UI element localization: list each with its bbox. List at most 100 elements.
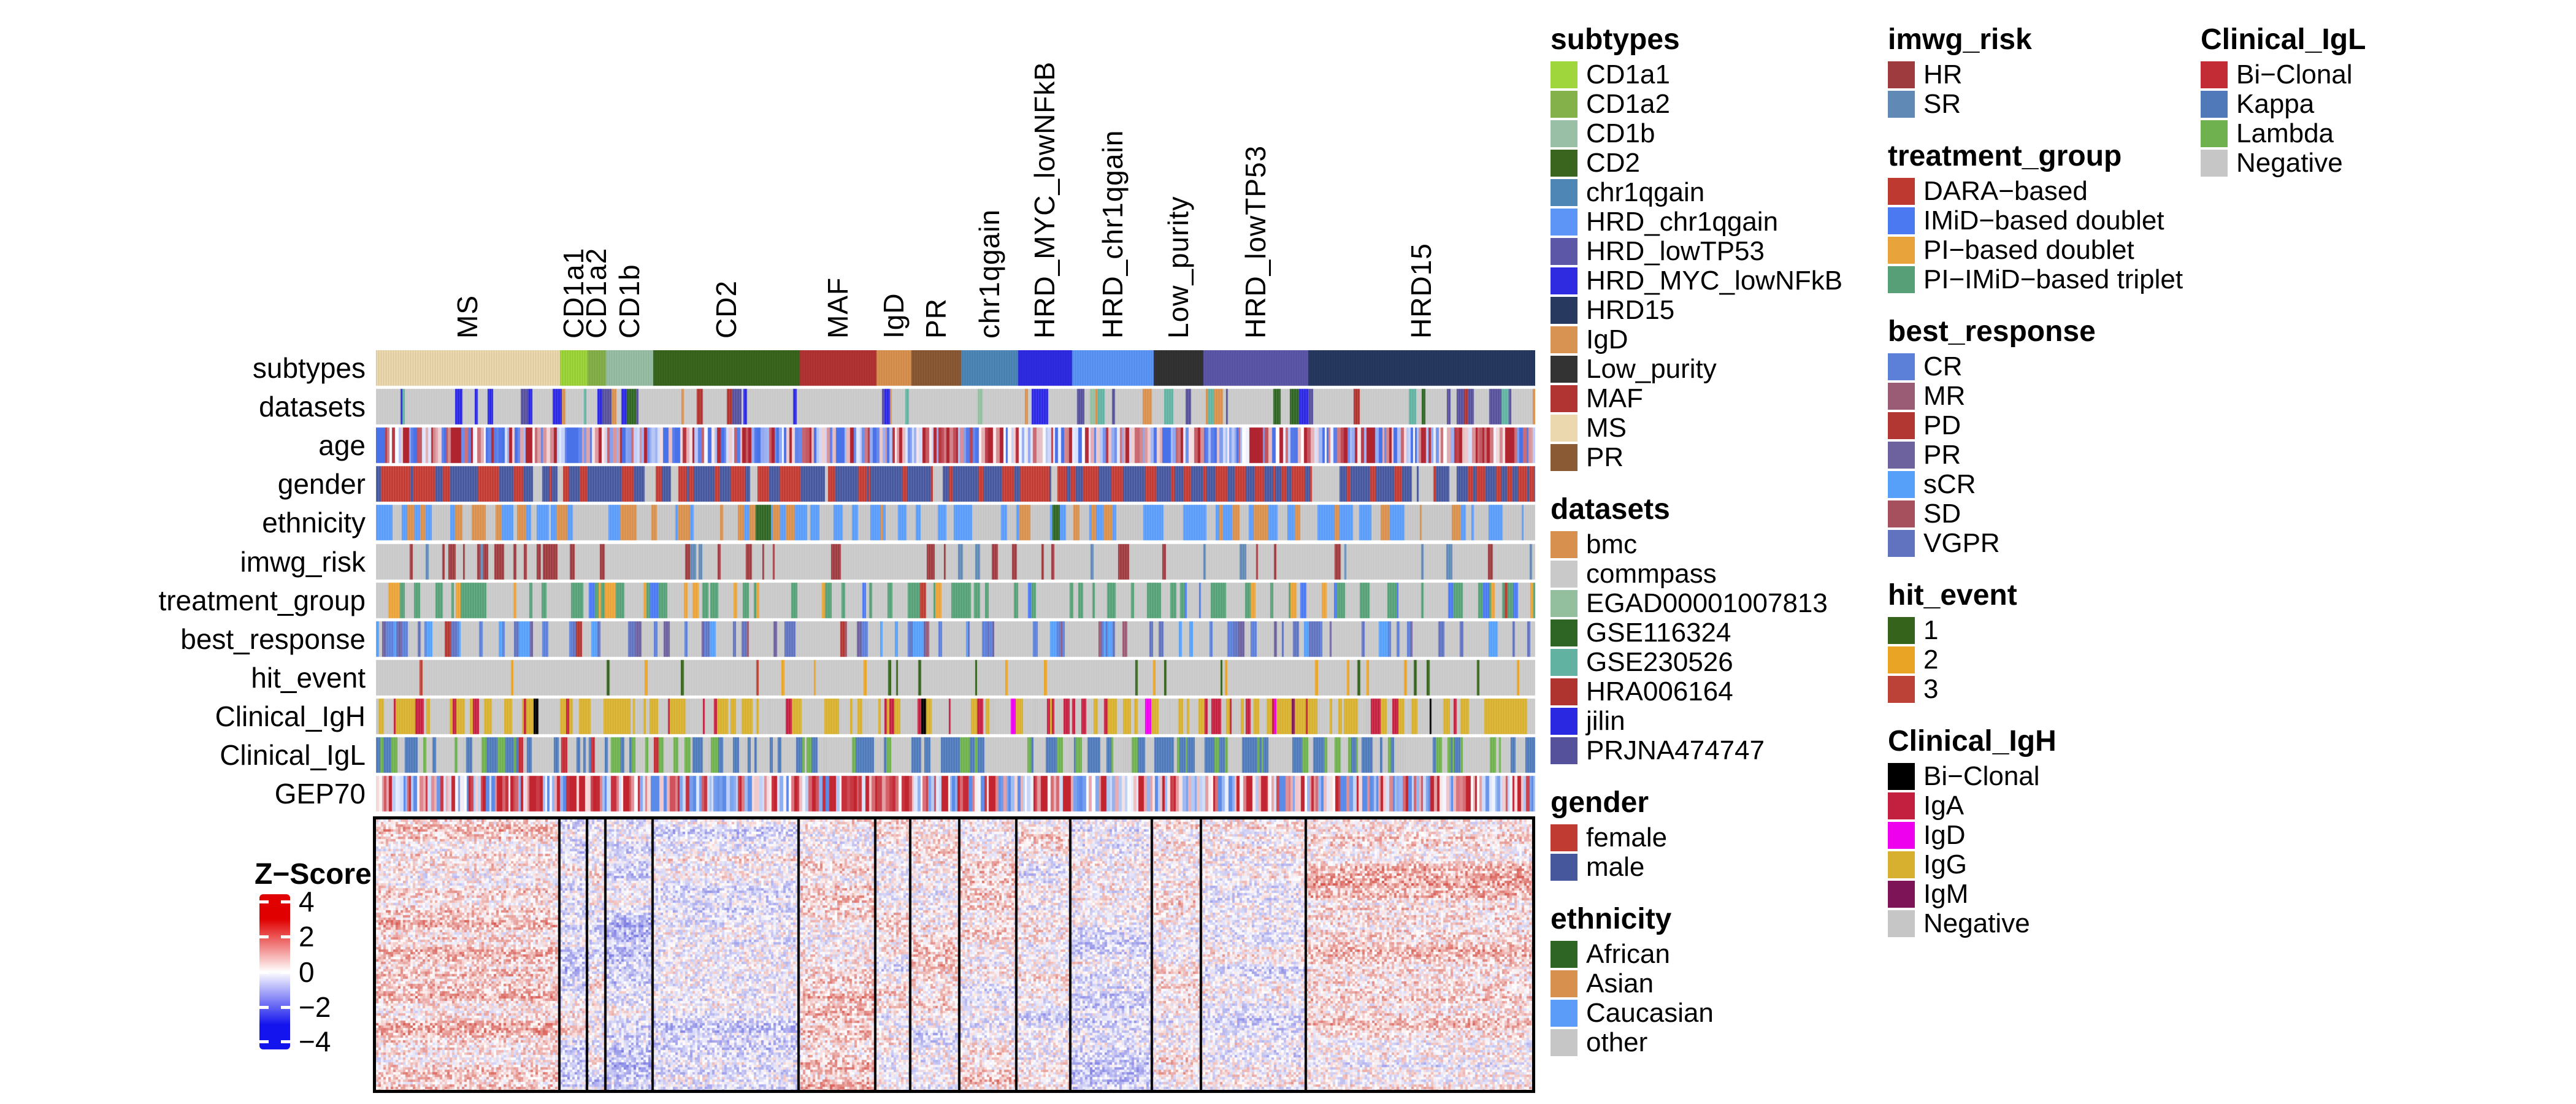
legend-item: HR — [1888, 60, 2183, 90]
legend-item-label: Lambda — [2236, 118, 2334, 148]
legend-item: IgG — [1888, 850, 2183, 880]
legend-item: HRD15 — [1551, 296, 1842, 325]
legend-swatch — [1888, 178, 1915, 205]
legend-swatch — [1551, 415, 1577, 442]
legend-swatch — [1888, 676, 1915, 703]
legend-swatch — [1551, 531, 1577, 558]
legend-item: EGAD00001007813 — [1551, 589, 1842, 618]
legend-item: GSE230526 — [1551, 648, 1842, 677]
legend-item-label: HRD_chr1qgain — [1586, 207, 1779, 237]
legend-item: CD1a2 — [1551, 90, 1842, 119]
zscore-tick-mark — [281, 1006, 290, 1009]
legend-item: PR — [1888, 440, 2183, 470]
legend-swatch — [1551, 737, 1577, 764]
zscore-title: Z−Score — [255, 858, 372, 891]
legend-swatch — [1888, 471, 1915, 498]
legend-item-label: IMiD−based doublet — [1923, 205, 2164, 236]
legend-swatch — [1888, 383, 1915, 410]
legend-item-label: male — [1586, 852, 1645, 882]
row-label: age — [318, 429, 366, 461]
legend-item-label: Caucasian — [1586, 998, 1714, 1028]
legend-swatch — [1551, 941, 1577, 968]
legend-item: chr1qgain — [1551, 178, 1842, 207]
legend-item: sCR — [1888, 470, 2183, 499]
row-label: Clinical_IgL — [220, 739, 366, 771]
legend-swatch — [1551, 619, 1577, 646]
zscore-tick-mark — [259, 1006, 269, 1009]
column-label: HRD_MYC_lowNFkB — [1029, 61, 1060, 339]
legend-swatch — [1551, 708, 1577, 735]
legend-item: PI−IMiD−based triplet — [1888, 265, 2183, 294]
legend-item-label: HRD_lowTP53 — [1586, 236, 1765, 266]
heatmap-canvas — [376, 819, 1532, 1090]
zscore-tick-label: −4 — [299, 1025, 331, 1057]
legend-swatch — [1551, 238, 1577, 265]
legend-item: CD1a1 — [1551, 60, 1842, 90]
legend-swatch — [1551, 297, 1577, 324]
legend-item-label: IgD — [1586, 324, 1628, 355]
legend-swatch — [1888, 353, 1915, 380]
legend-item: 1 — [1888, 616, 2183, 645]
legend-swatch — [1551, 61, 1577, 88]
column-label: CD2 — [710, 280, 742, 339]
legend-item-label: sCR — [1923, 469, 1976, 499]
legend-swatch — [1888, 763, 1915, 790]
row-label: imwg_risk — [240, 546, 366, 578]
legend-item-label: IgM — [1923, 879, 1969, 909]
row-label: datasets — [259, 391, 366, 423]
legend-item-label: PR — [1923, 440, 1961, 470]
legend-item-label: GSE116324 — [1586, 618, 1731, 648]
legend-swatch — [1888, 500, 1915, 527]
legend-item-label: Asian — [1586, 968, 1654, 999]
legend-item: CD2 — [1551, 148, 1842, 178]
legend-item-label: commpass — [1586, 559, 1717, 589]
legend-item-label: CD2 — [1586, 148, 1641, 178]
legend-item: Lambda — [2201, 119, 2366, 148]
legend-item-label: PRJNA474747 — [1586, 735, 1765, 765]
legend-title: treatment_group — [1888, 140, 2122, 172]
legend-item: Asian — [1551, 969, 1842, 999]
legend-item-label: African — [1586, 939, 1670, 969]
legend-item: IgA — [1888, 791, 2183, 821]
legend-swatch — [1551, 209, 1577, 236]
legend-item-label: PD — [1923, 410, 1961, 440]
legend-item-label: 3 — [1923, 674, 1939, 704]
legend-item: Low_purity — [1551, 355, 1842, 384]
legend-item: Bi−Clonal — [2201, 60, 2366, 90]
legend-swatch — [1888, 61, 1915, 88]
row-label: ethnicity — [262, 507, 366, 539]
legend-swatch — [1888, 266, 1915, 293]
legend-item-label: 1 — [1923, 615, 1939, 645]
legend-swatch — [1551, 590, 1577, 617]
zscore-tick-mark — [259, 935, 269, 938]
legend-swatch — [1551, 678, 1577, 705]
legend-title: Clinical_IgL — [2201, 23, 2366, 56]
legend-item: MAF — [1551, 384, 1842, 413]
column-label: MAF — [821, 277, 854, 339]
column-label: MS — [451, 295, 483, 339]
legend-swatch — [1888, 237, 1915, 264]
legend-swatch — [1888, 530, 1915, 557]
legend-swatch — [1551, 1000, 1577, 1027]
legend-title: imwg_risk — [1888, 23, 2032, 56]
legend-swatch — [1888, 881, 1915, 908]
legend-item-label: Low_purity — [1586, 354, 1717, 384]
legend-item: Kappa — [2201, 90, 2366, 119]
legend-item: IgD — [1551, 325, 1842, 355]
legend-item-label: CD1a2 — [1586, 89, 1670, 119]
legend-item: HRD_MYC_lowNFkB — [1551, 266, 1842, 296]
legend-item: IgD — [1888, 821, 2183, 850]
legend-title: datasets — [1551, 493, 1670, 526]
legend-item-label: bmc — [1586, 529, 1638, 559]
legend-title: Clinical_IgH — [1888, 725, 2057, 757]
legend-swatch — [1888, 412, 1915, 439]
legend-swatch — [1551, 824, 1577, 851]
